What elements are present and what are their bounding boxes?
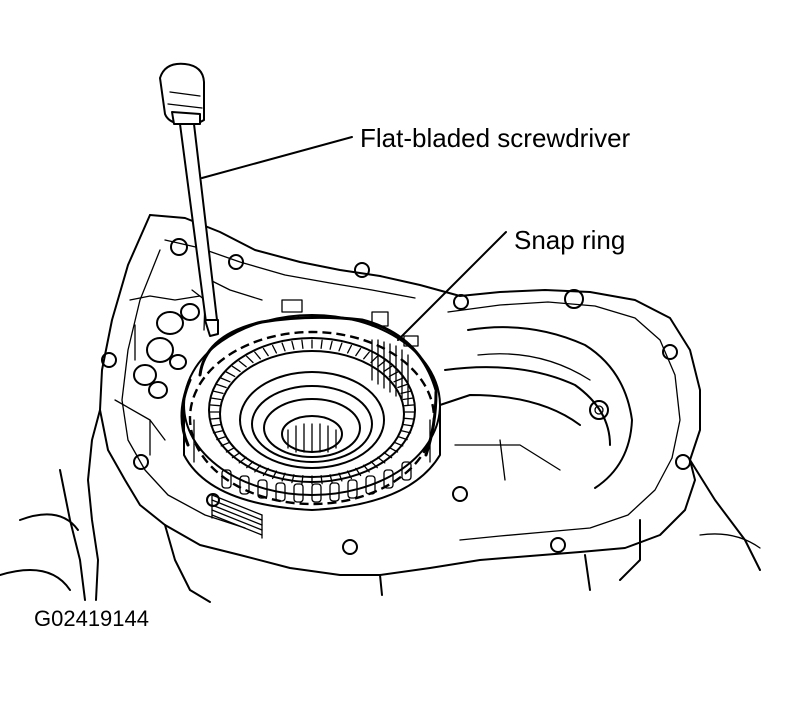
gear-tooth <box>355 347 362 357</box>
gear-tooth <box>208 417 221 420</box>
gear-tooth <box>225 371 236 378</box>
gear-tooth <box>231 451 241 459</box>
bolt-holes <box>101 238 691 555</box>
figure-id: G02419144 <box>34 606 149 631</box>
gear-tooth <box>212 429 224 434</box>
gear-tooth <box>355 467 362 477</box>
gear-tooth <box>403 417 416 420</box>
gear-tooth <box>281 342 286 352</box>
gear-tooth <box>291 340 295 350</box>
gear-tooth <box>238 360 247 368</box>
gear-tooth <box>291 474 295 484</box>
gear-tooth <box>338 342 343 352</box>
right-cavity <box>439 326 633 489</box>
gear-tooth <box>329 340 333 350</box>
gear-tooth <box>254 464 261 473</box>
gear-tooth <box>254 351 261 360</box>
snap-ring-label: Snap ring <box>514 225 625 255</box>
gear-tooth <box>301 475 304 485</box>
screwdriver <box>159 62 219 337</box>
gear-tooth <box>397 435 408 441</box>
gear-tooth <box>403 404 416 407</box>
drum-slots <box>221 461 412 503</box>
gear-tooth <box>346 344 353 354</box>
gear-tooth <box>320 475 323 485</box>
screwdriver-label: Flat-bladed screwdriver <box>360 123 631 153</box>
gear-tooth <box>208 404 221 407</box>
planetary-carrier <box>239 371 385 469</box>
gear-tooth <box>210 423 222 427</box>
gear-tooth <box>220 377 231 383</box>
gear-tooth <box>363 464 370 473</box>
gear-tooth <box>400 429 412 434</box>
gear-tooth <box>370 460 378 469</box>
gear-tooth <box>212 390 224 395</box>
gear-tooth <box>216 383 227 389</box>
gear-tooth <box>281 472 286 482</box>
gear-tooth <box>231 365 241 373</box>
gear-tooth <box>271 344 278 354</box>
gear-tooth <box>271 470 278 480</box>
gear-tooth <box>363 351 370 360</box>
gear-tooth <box>216 435 227 441</box>
clutch-pack <box>211 494 263 539</box>
gear-tooth <box>377 456 386 464</box>
snap-ring-leader <box>397 231 507 341</box>
gear-tooth <box>246 460 254 469</box>
transmission-case <box>0 214 761 603</box>
gear-tooth <box>320 339 323 349</box>
gear-tooth <box>346 470 353 480</box>
gear-tooth <box>383 451 393 459</box>
gear-tooth <box>238 456 247 464</box>
screwdriver-leader <box>201 136 353 179</box>
ring-gear-teeth <box>208 339 416 485</box>
gear-tooth <box>301 339 304 349</box>
gear-tooth <box>210 397 222 401</box>
gear-tooth <box>388 446 399 453</box>
gear-tooth <box>262 347 269 357</box>
gear-tooth <box>246 355 254 364</box>
gear-tooth <box>393 441 404 447</box>
leader-lines <box>201 136 507 341</box>
clutch-drum-assembly <box>180 299 441 539</box>
gear-tooth <box>225 446 236 453</box>
gear-tooth <box>338 472 343 482</box>
gear-tooth <box>329 474 333 484</box>
gear-tooth <box>262 467 269 477</box>
gear-tooth <box>402 423 414 427</box>
gear-tooth <box>220 441 231 447</box>
